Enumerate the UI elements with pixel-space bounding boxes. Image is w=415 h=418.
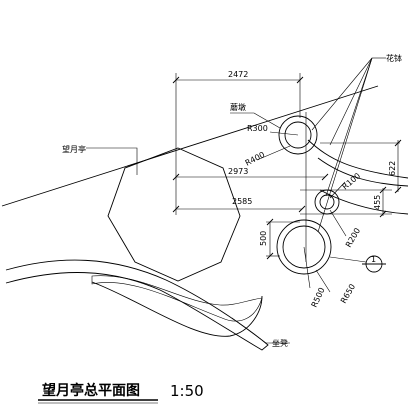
pot-3-inner [282,225,326,269]
pavilion-label: 望月亭 [62,144,86,154]
dim-500-text: 500 [259,231,268,246]
dim-2472-tick-right [296,76,304,84]
section-marker-leader [329,256,367,263]
pot-1-inner [284,121,312,149]
r300-leader [269,131,299,136]
bench-inner-arc [91,275,263,322]
pavilion-leader [86,147,138,175]
r650-text: R650 [339,282,357,305]
pot-leader-3 [317,57,373,233]
drawing-scale: 1:50 [170,382,204,400]
drawing-title: 望月亭总平面图 [42,382,140,399]
bench-leader [231,317,267,344]
pot-leader-4 [329,57,373,146]
bench-seat-curve [91,281,263,337]
pot-leader-2 [325,57,373,197]
pot-2-inner [319,194,335,210]
drum-label: 蘑墩 [230,102,246,112]
pot-3-outer [276,219,332,275]
r400-leader [256,145,291,161]
dim-455-tick-bottom [379,210,387,218]
r100-text: R100 [341,171,363,191]
pot-leader-1 [311,57,373,131]
path-curve-lower [319,189,409,215]
paving-edge-line [1,85,379,207]
r500-leader [303,246,311,289]
section-marker-number: 1 [371,255,376,264]
bench-outer-arc [5,259,269,351]
dim-622-tick-bottom [394,186,402,194]
dim-2585-tick-left [172,205,180,213]
dim-2585-text: 2585 [232,197,252,206]
dim-2973-text: 2973 [228,167,248,176]
r100-leader [329,181,346,199]
dim-2585-tick-right [298,205,306,213]
pot-label: 花钵 [386,53,402,63]
r200-text: R200 [344,226,362,249]
dim-2973-tick-left [172,173,180,181]
dim-455-tick-top [379,186,387,194]
bench-label: 坐凳 [272,338,288,348]
dim-2472-tick-left [172,76,180,84]
r200-leader [329,209,347,237]
dim-622-text: 622 [388,161,397,176]
path-curve-upper [307,139,409,179]
drum-leader [230,112,281,129]
r400-text: R400 [244,150,267,168]
r650-leader [315,269,331,293]
r500-text: R500 [310,286,327,309]
dim-2973-tick-right [321,173,329,181]
r300-text: R300 [247,124,268,133]
dim-455-text: 455 [373,195,382,210]
dim-2472-text: 2472 [228,70,248,79]
pot-1-outer [278,115,318,155]
pavilion-octagon [107,147,241,282]
dim-622-tick-top [394,139,402,147]
